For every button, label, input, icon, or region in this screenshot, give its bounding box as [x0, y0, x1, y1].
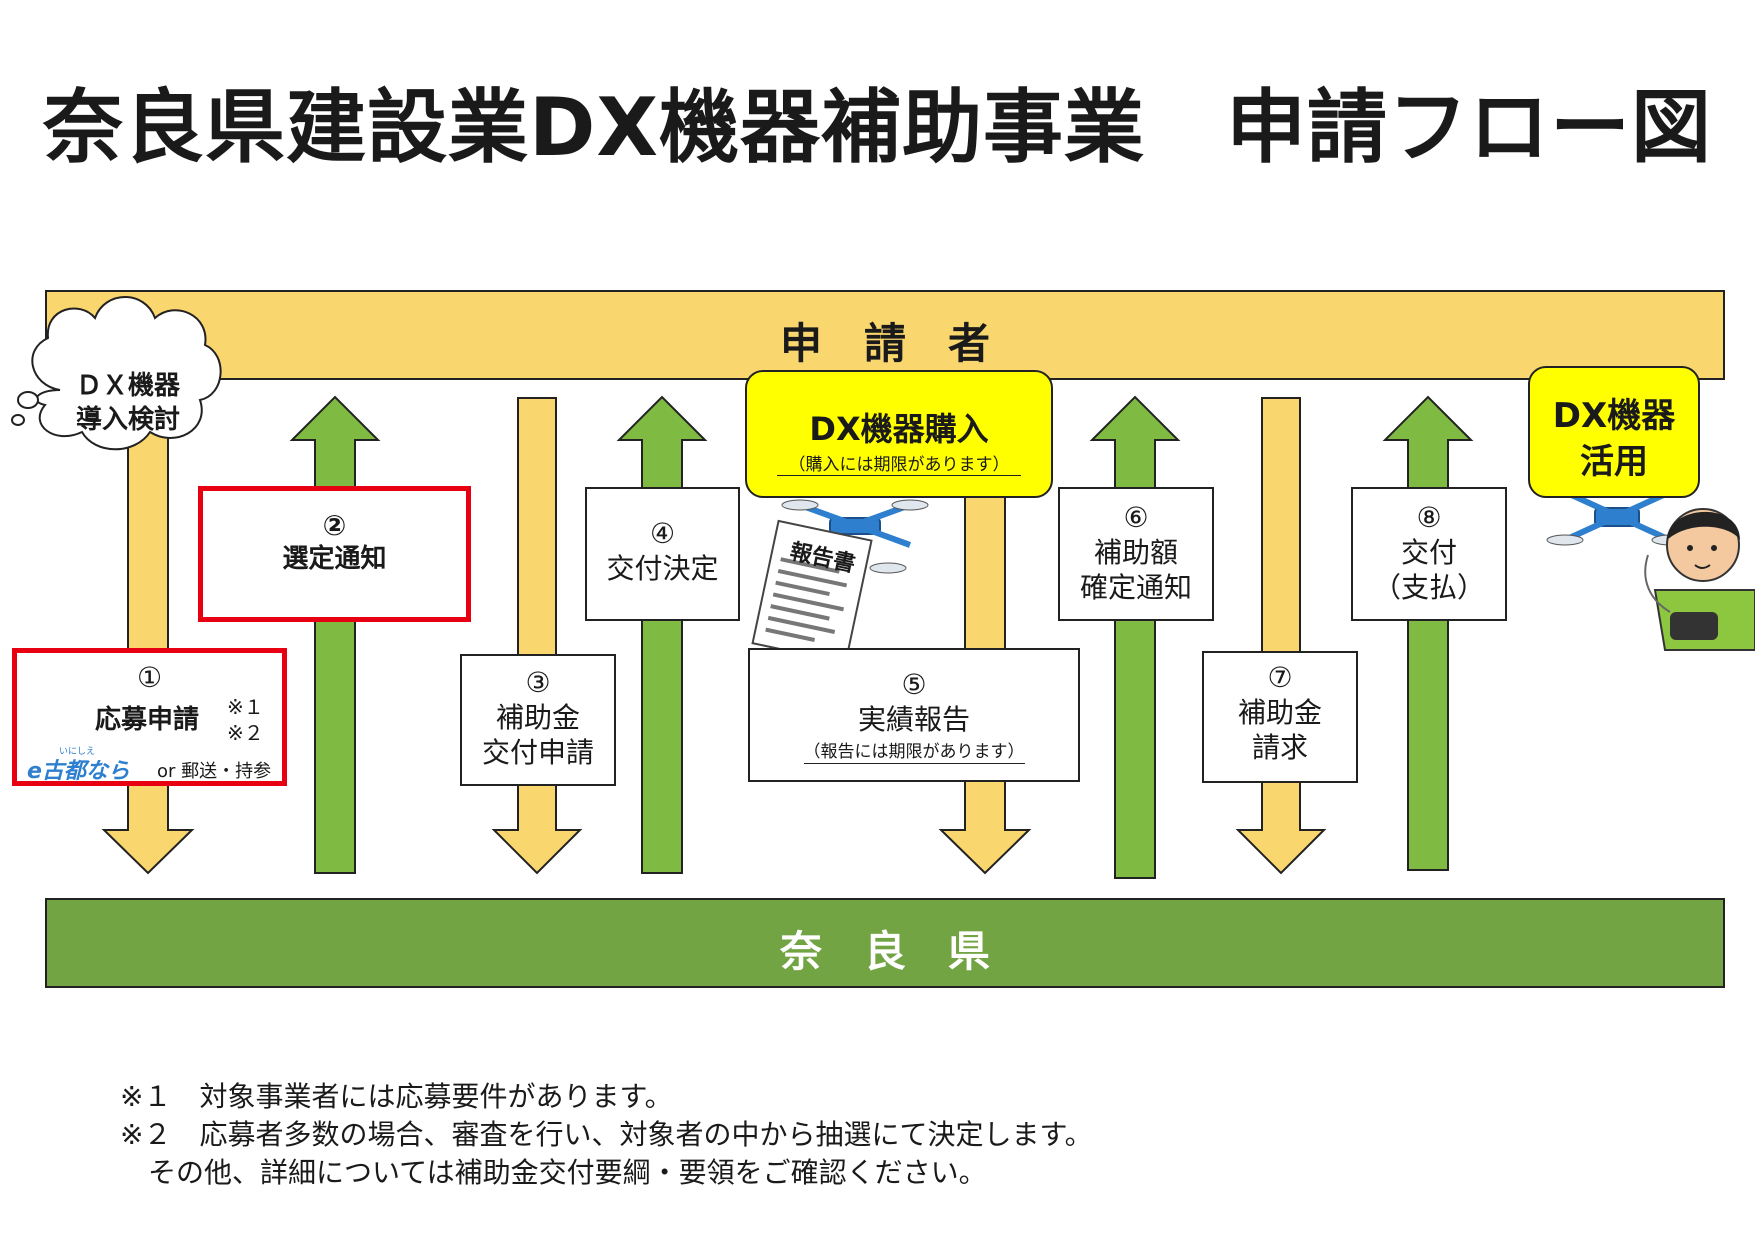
usage-line-2: 活用: [1580, 442, 1648, 482]
cloud-callout: [11, 296, 222, 451]
arrow-down-3: [491, 397, 583, 875]
step-7-grant-claim: ⑦ 補助金 請求: [1202, 651, 1358, 783]
report-document-icon: [751, 519, 873, 665]
footnotes: ※１ 対象事業者には応募要件があります。 ※２ 応募者多数の場合、審査を行い、対…: [120, 1078, 1093, 1191]
prefecture-band: 奈 良 県: [45, 898, 1725, 988]
arrow-up-2: [289, 395, 381, 874]
arrow-up-6: [1089, 395, 1181, 879]
step-1-number: ①: [136, 661, 163, 694]
logo-ruby: いにしえ: [59, 747, 96, 757]
step-3-number: ③: [525, 666, 551, 699]
step-5-label: 実績報告: [857, 702, 970, 736]
purchase-note: （購入には期限があります）: [777, 450, 1021, 476]
step-1-label: 応募申請: [95, 705, 200, 735]
step-5-note: （報告には期限があります）: [803, 741, 1025, 764]
purchase-callout: DX機器購入 （購入には期限があります）: [745, 370, 1053, 498]
footnote-3: その他、詳細については補助金交付要綱・要領をご確認ください。: [120, 1155, 987, 1189]
cloud-line-2: 導入検討: [75, 404, 180, 435]
step-1-mark-2: ※２: [227, 721, 264, 745]
step-2-number: ②: [322, 509, 347, 542]
usage-line-1: DX機器: [1552, 396, 1676, 436]
arrow-up-4: [616, 395, 708, 874]
arrow-down-1: [101, 379, 195, 875]
cloud-line-1: ＤＸ機器: [75, 371, 180, 401]
step-4-grant-decision: ④ 交付決定: [585, 487, 740, 621]
step-1-mark-1: ※１: [227, 695, 264, 719]
step-6-number: ⑥: [1123, 501, 1149, 534]
arrow-up-8: [1382, 395, 1474, 871]
arrow-down-7: [1235, 397, 1327, 875]
step-6-label: 補助額 確定通知: [1079, 535, 1192, 604]
page-title: 奈良県建設業DX機器補助事業 申請フロー図: [42, 81, 1713, 174]
step-4-number: ④: [649, 517, 676, 550]
purchase-label: DX機器購入: [809, 410, 989, 448]
step-1-apply: ① 応募申請 ※１ ※２ いにしえ e古都なら or 郵送・持参: [12, 648, 287, 786]
step-8-payment: ⑧ 交付 （支払）: [1351, 487, 1507, 621]
step-7-number: ⑦: [1267, 661, 1293, 694]
cloud-text: ＤＸ機器 導入検討: [48, 370, 208, 438]
prefecture-label: 奈 良 県: [779, 927, 990, 976]
step-6-amount-notice: ⑥ 補助額 確定通知: [1058, 487, 1214, 621]
step-1-channels: or 郵送・持参: [157, 761, 272, 782]
step-5-number: ⑤: [901, 668, 927, 701]
step-2-selection: ② 選定通知: [198, 486, 471, 622]
footnote-1: ※１ 対象事業者には応募要件があります。: [120, 1080, 673, 1113]
ekotonara-logo: e古都なら: [27, 759, 130, 784]
step-4-label: 交付決定: [606, 551, 719, 585]
step-3-label: 補助金 交付申請: [481, 700, 594, 769]
person-with-controller-icon: [1644, 508, 1755, 651]
step-8-label: 交付 （支払）: [1372, 535, 1485, 604]
step-7-label: 補助金 請求: [1237, 695, 1322, 764]
usage-callout: DX機器 活用: [1528, 366, 1700, 498]
applicant-label: 申 請 者: [779, 319, 990, 368]
step-3-grant-application: ③ 補助金 交付申請: [460, 654, 616, 786]
step-5-performance-report: ⑤ 実績報告 （報告には期限があります）: [748, 648, 1080, 782]
step-2-label: 選定通知: [282, 543, 387, 574]
step-8-number: ⑧: [1416, 501, 1442, 534]
footnote-2: ※２ 応募者多数の場合、審査を行い、対象者の中から抽選にて決定します。: [120, 1117, 1093, 1151]
